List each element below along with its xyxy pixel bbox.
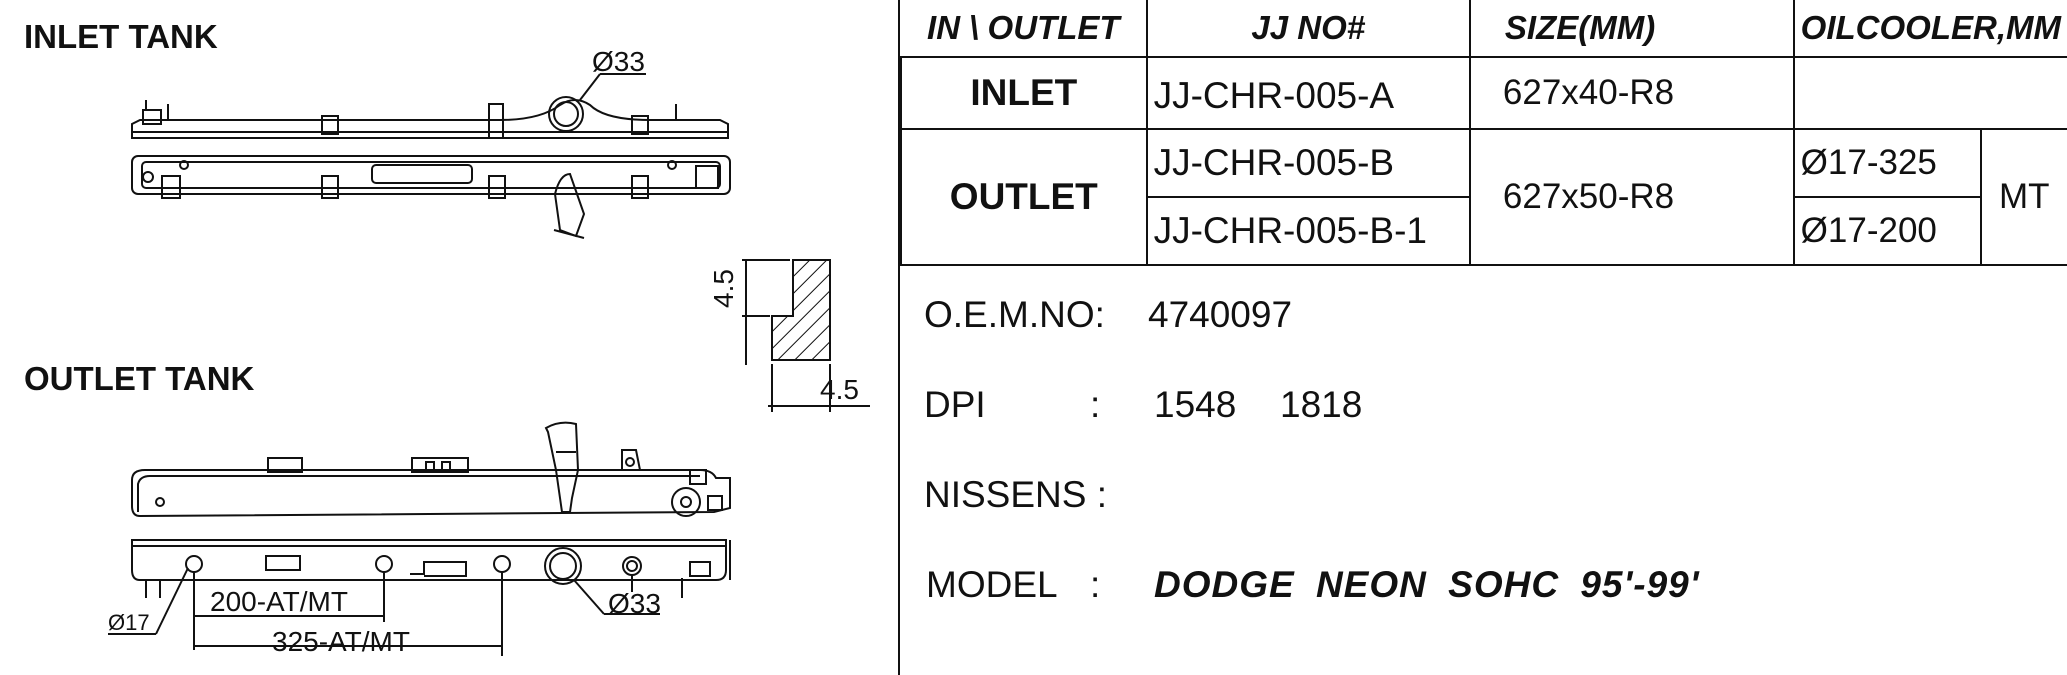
part-info: O.E.M.NO: 4740097 DPI : 1548 1818 NISSEN… [900,262,2067,675]
model-colon: : [1090,564,1101,605]
outlet-oilcooler-2: Ø17-200 [1792,196,1982,266]
outlet-label: OUTLET [900,128,1148,266]
outlet-port-diameter: Ø33 [608,588,661,619]
outlet-tank-label: OUTLET TANK [24,360,255,397]
oem-value: 4740097 [1148,294,1293,335]
dim-200-at-mt: 200-AT/MT [210,586,348,617]
outlet-size: 627x50-R8 [1468,128,1795,266]
header-size: SIZE(MM) [1468,0,1795,58]
header-oilcooler: OILCOOLER,MM [1792,0,2067,58]
header-in-outlet: IN \ OUTLET [901,0,1148,58]
spec-table: IN \ OUTLET JJ NO# SIZE(MM) OILCOOLER,MM… [900,0,2067,266]
inlet-tank-label: INLET TANK [24,18,218,55]
fitting-diameter: Ø17 [108,610,150,635]
inlet-label: INLET [900,56,1148,130]
header-jj-no: JJ NO# [1145,0,1471,58]
outlet-jj-no-2: JJ-CHR-005-B-1 [1145,196,1471,266]
outlet-row-2: JJ-CHR-005-B-1 Ø17-200 [901,196,2067,266]
spec-header-row: IN \ OUTLET JJ NO# SIZE(MM) OILCOOLER,MM [901,0,2067,58]
inlet-jj-no: JJ-CHR-005-A [1145,56,1471,130]
spec-panel: IN \ OUTLET JJ NO# SIZE(MM) OILCOOLER,MM… [898,0,2067,675]
dpi-value-1: 1548 [1154,384,1237,425]
outlet-jj-no-1: JJ-CHR-005-B [1145,128,1471,198]
inlet-row: INLET JJ-CHR-005-A 627x40-R8 [900,56,2067,130]
section-height-dim: 4.5 [708,269,739,308]
inlet-port-diameter: Ø33 [592,46,645,77]
inlet-oilcooler [1792,56,2067,130]
inlet-size: 627x40-R8 [1468,56,1795,130]
outlet-transmission: MT [1979,128,2067,266]
outlet-oilcooler-1: Ø17-325 [1792,128,1982,198]
dpi-label: DPI [924,384,986,425]
outlet-row-1: OUTLET JJ-CHR-005-B 627x50-R8 Ø17-325 MT [900,128,2067,266]
nissens-label: NISSENS : [924,474,1107,515]
dpi-value-2: 1818 [1280,384,1363,425]
tank-drawing: INLET TANK OUTLET TANK Ø33 Ø33 Ø17 200-A… [0,0,898,675]
section-width-dim: 4.5 [820,374,859,405]
dim-325-at-mt: 325-AT/MT [272,626,410,657]
tank-drawing-svg [108,73,870,656]
model-value: DODGE NEON SOHC 95'-99' [1154,564,1700,605]
dpi-colon: : [1090,384,1101,425]
model-label: MODEL [926,564,1058,605]
oem-label: O.E.M.NO: [924,294,1105,335]
